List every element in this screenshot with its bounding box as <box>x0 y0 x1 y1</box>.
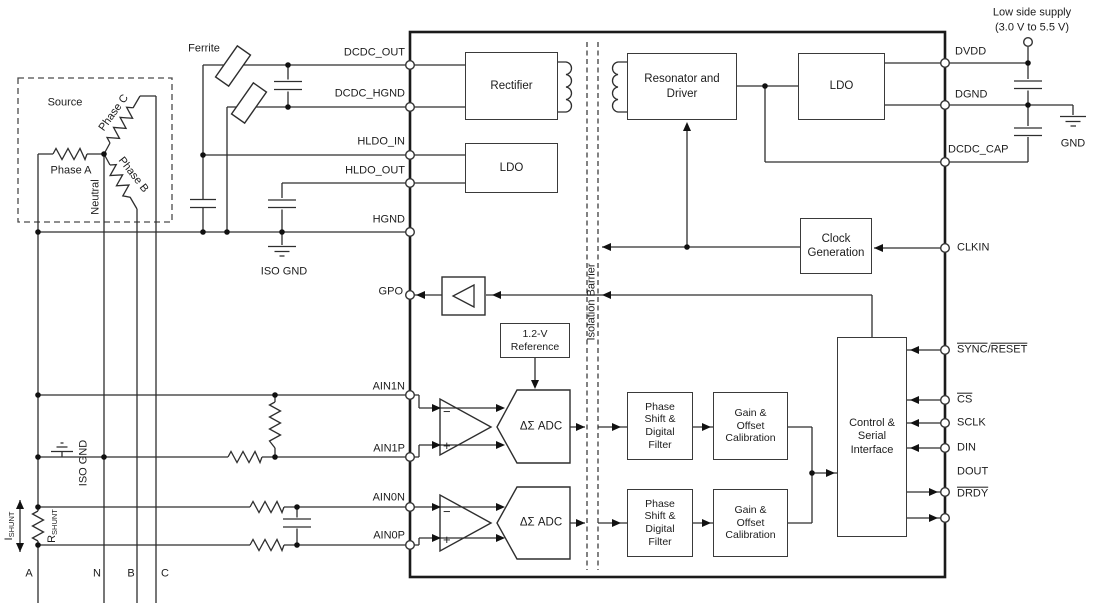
resistor-ain1p <box>227 450 263 465</box>
plus-symbol-ch0: + <box>443 532 451 547</box>
block-low-side-ldo: LDO <box>798 53 885 120</box>
pin-label-sclk: SCLK <box>957 416 986 429</box>
iso-gnd-side-label: ISO GND <box>77 439 90 487</box>
gnd-label: GND <box>1060 137 1086 150</box>
capacitor-icon <box>268 199 296 209</box>
pin-label-dvdd: DVDD <box>955 45 987 58</box>
supply-terminal <box>1023 37 1034 48</box>
block-clock-generation: Clock Generation <box>800 218 872 274</box>
block-calibration-ch0: Gain & Offset Calibration <box>713 489 788 557</box>
isolation-barrier-label: Isolation Barrier <box>585 263 598 341</box>
shunt-resistor-sub: SHUNT <box>50 509 60 535</box>
minus-symbol-ch0: − <box>443 504 451 519</box>
bus-label-c: C <box>161 567 169 580</box>
pin-label-dgnd: DGND <box>955 88 988 101</box>
pin-label-dcdc-out: DCDC_OUT <box>343 46 405 59</box>
supply-label-line2: (3.0 V to 5.5 V) <box>995 21 1069 34</box>
bus-label-n: N <box>93 567 101 580</box>
shunt-resistor-main: R <box>46 534 59 543</box>
sync-separator: / <box>987 343 991 356</box>
transformer-coil-primary <box>557 61 573 113</box>
pin-label-hldo-in: HLDO_IN <box>357 135 405 148</box>
arrowheads <box>16 122 938 552</box>
pin-label-cs: CS <box>957 393 973 406</box>
adc-label-ch1: ΔΣ ADC <box>519 420 563 433</box>
pin-label-drdy: DRDY <box>957 487 989 500</box>
resistor-phase-c <box>105 106 134 144</box>
pin-label-dcdc-hgnd: DCDC_HGND <box>334 87 405 100</box>
wire-left-top <box>38 64 410 245</box>
adc-label-ch0: ΔΣ ADC <box>519 516 563 529</box>
pin-label-gpo: GPO <box>378 285 403 298</box>
iso-gnd-top-label: ISO GND <box>260 265 308 278</box>
shunt-resistor-label: RSHUNT <box>46 509 60 543</box>
source-title: Source <box>47 96 83 109</box>
reset-part: RESET <box>990 343 1028 356</box>
shunt-current-main: I <box>3 537 16 541</box>
capacitor-icon <box>190 198 216 209</box>
sync-part: SYNC <box>957 343 988 356</box>
pin-label-hgnd: HGND <box>372 213 405 226</box>
plus-symbol-ch1: + <box>443 438 451 453</box>
resistor-ain0p <box>249 538 285 553</box>
pin-label-ain0n: AIN0N <box>372 491 405 504</box>
ferrite-bead-icon <box>230 81 268 125</box>
gpo-buffer-box <box>441 276 486 316</box>
adc-shape-ch0 <box>496 486 571 560</box>
wire-source <box>37 95 157 603</box>
pin-label-ain0p: AIN0P <box>373 529 405 542</box>
pin-label-sync-reset: SYNC/RESET <box>957 344 1027 357</box>
capacitor-supply-1 <box>1014 80 1042 90</box>
resistor-ain0n <box>249 500 285 515</box>
phase-a-label: Phase A <box>50 164 92 177</box>
source-box-outline <box>17 77 173 223</box>
supply-label-line1: Low side supply <box>992 6 1072 19</box>
transformer-coil-secondary <box>611 61 627 113</box>
shunt-current-sub: SHUNT <box>7 511 17 538</box>
block-resonator-driver: Resonator and Driver <box>627 53 737 120</box>
block-calibration-ch1: Gain & Offset Calibration <box>713 392 788 460</box>
block-control-serial-interface: Control & Serial Interface <box>837 337 907 537</box>
block-phase-filter-ch1: Phase Shift & Digital Filter <box>627 392 693 460</box>
block-reference: 1.2-V Reference <box>500 323 570 358</box>
block-high-side-ldo: LDO <box>465 143 558 193</box>
ferrite-bead-icon <box>214 44 252 88</box>
pin-label-din: DIN <box>957 441 976 454</box>
pin-label-dout: DOUT <box>957 465 989 478</box>
ground-icon <box>268 245 296 257</box>
wire-analog-inputs <box>19 394 410 552</box>
junction-dots <box>35 60 1031 548</box>
bus-label-b: B <box>127 567 135 580</box>
neutral-label: Neutral <box>89 179 102 215</box>
resistor-phase-b <box>108 163 131 198</box>
ferrite-label: Ferrite <box>188 42 220 55</box>
block-rectifier: Rectifier <box>465 52 558 120</box>
capacitor-icon <box>274 80 302 91</box>
isolation-barrier-lines <box>586 42 599 570</box>
resistor-shunt <box>31 510 45 542</box>
chip-outline <box>408 30 947 579</box>
amplifier-ch1 <box>439 397 493 457</box>
pin-label-dcdc-cap: DCDC_CAP <box>948 143 1009 156</box>
capacitor-supply-2 <box>1014 127 1042 137</box>
pin-label-hldo-out: HLDO_OUT <box>345 164 405 177</box>
block-phase-filter-ch0: Phase Shift & Digital Filter <box>627 489 693 557</box>
capacitor-ain0 <box>283 518 311 528</box>
minus-symbol-ch1: − <box>443 404 451 419</box>
ground-icon-side <box>51 442 73 453</box>
shunt-current-label: ISHUNT <box>3 512 17 541</box>
pin-label-clkin: CLKIN <box>957 241 990 254</box>
adc-shape-ch1 <box>496 389 571 464</box>
resistor-ain1-vertical <box>268 401 282 449</box>
pin-label-ain1n: AIN1N <box>372 380 405 393</box>
pin-label-ain1p: AIN1P <box>373 442 405 455</box>
gpo-buffer-triangle-icon <box>451 283 475 309</box>
amplifier-ch0 <box>439 493 493 553</box>
ground-icon-gnd <box>1060 115 1086 127</box>
pin-circles <box>405 37 1034 551</box>
resistor-phase-a <box>52 147 88 162</box>
bus-label-a: A <box>25 567 33 580</box>
